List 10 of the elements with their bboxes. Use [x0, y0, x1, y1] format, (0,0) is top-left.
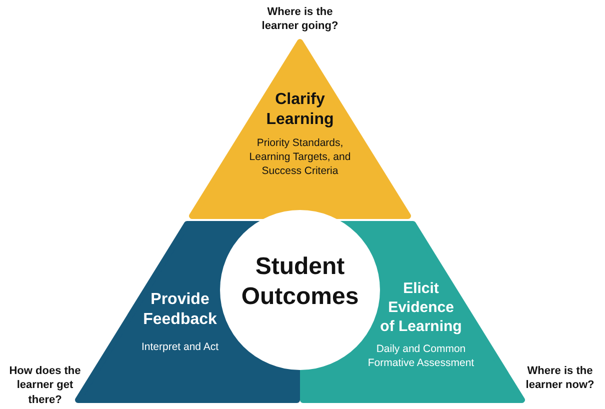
section-description: Priority Standards, Learning Targets, and Success Criteria [248, 136, 352, 179]
question-text: Where is the learner now? [524, 364, 596, 393]
section-heading: Clarify Learning [265, 90, 335, 130]
question-text: How does the learner get there? [8, 364, 82, 407]
section-description: Interpret and Act [140, 340, 220, 354]
section-heading: Elicit Evidence of Learning [380, 280, 462, 336]
section-heading: Student Outcomes [240, 252, 360, 312]
question-text: Where is the learner going? [260, 5, 340, 34]
section-description: Daily and Common Formative Assessment [366, 342, 476, 371]
section-heading: Provide Feedback [142, 290, 218, 330]
